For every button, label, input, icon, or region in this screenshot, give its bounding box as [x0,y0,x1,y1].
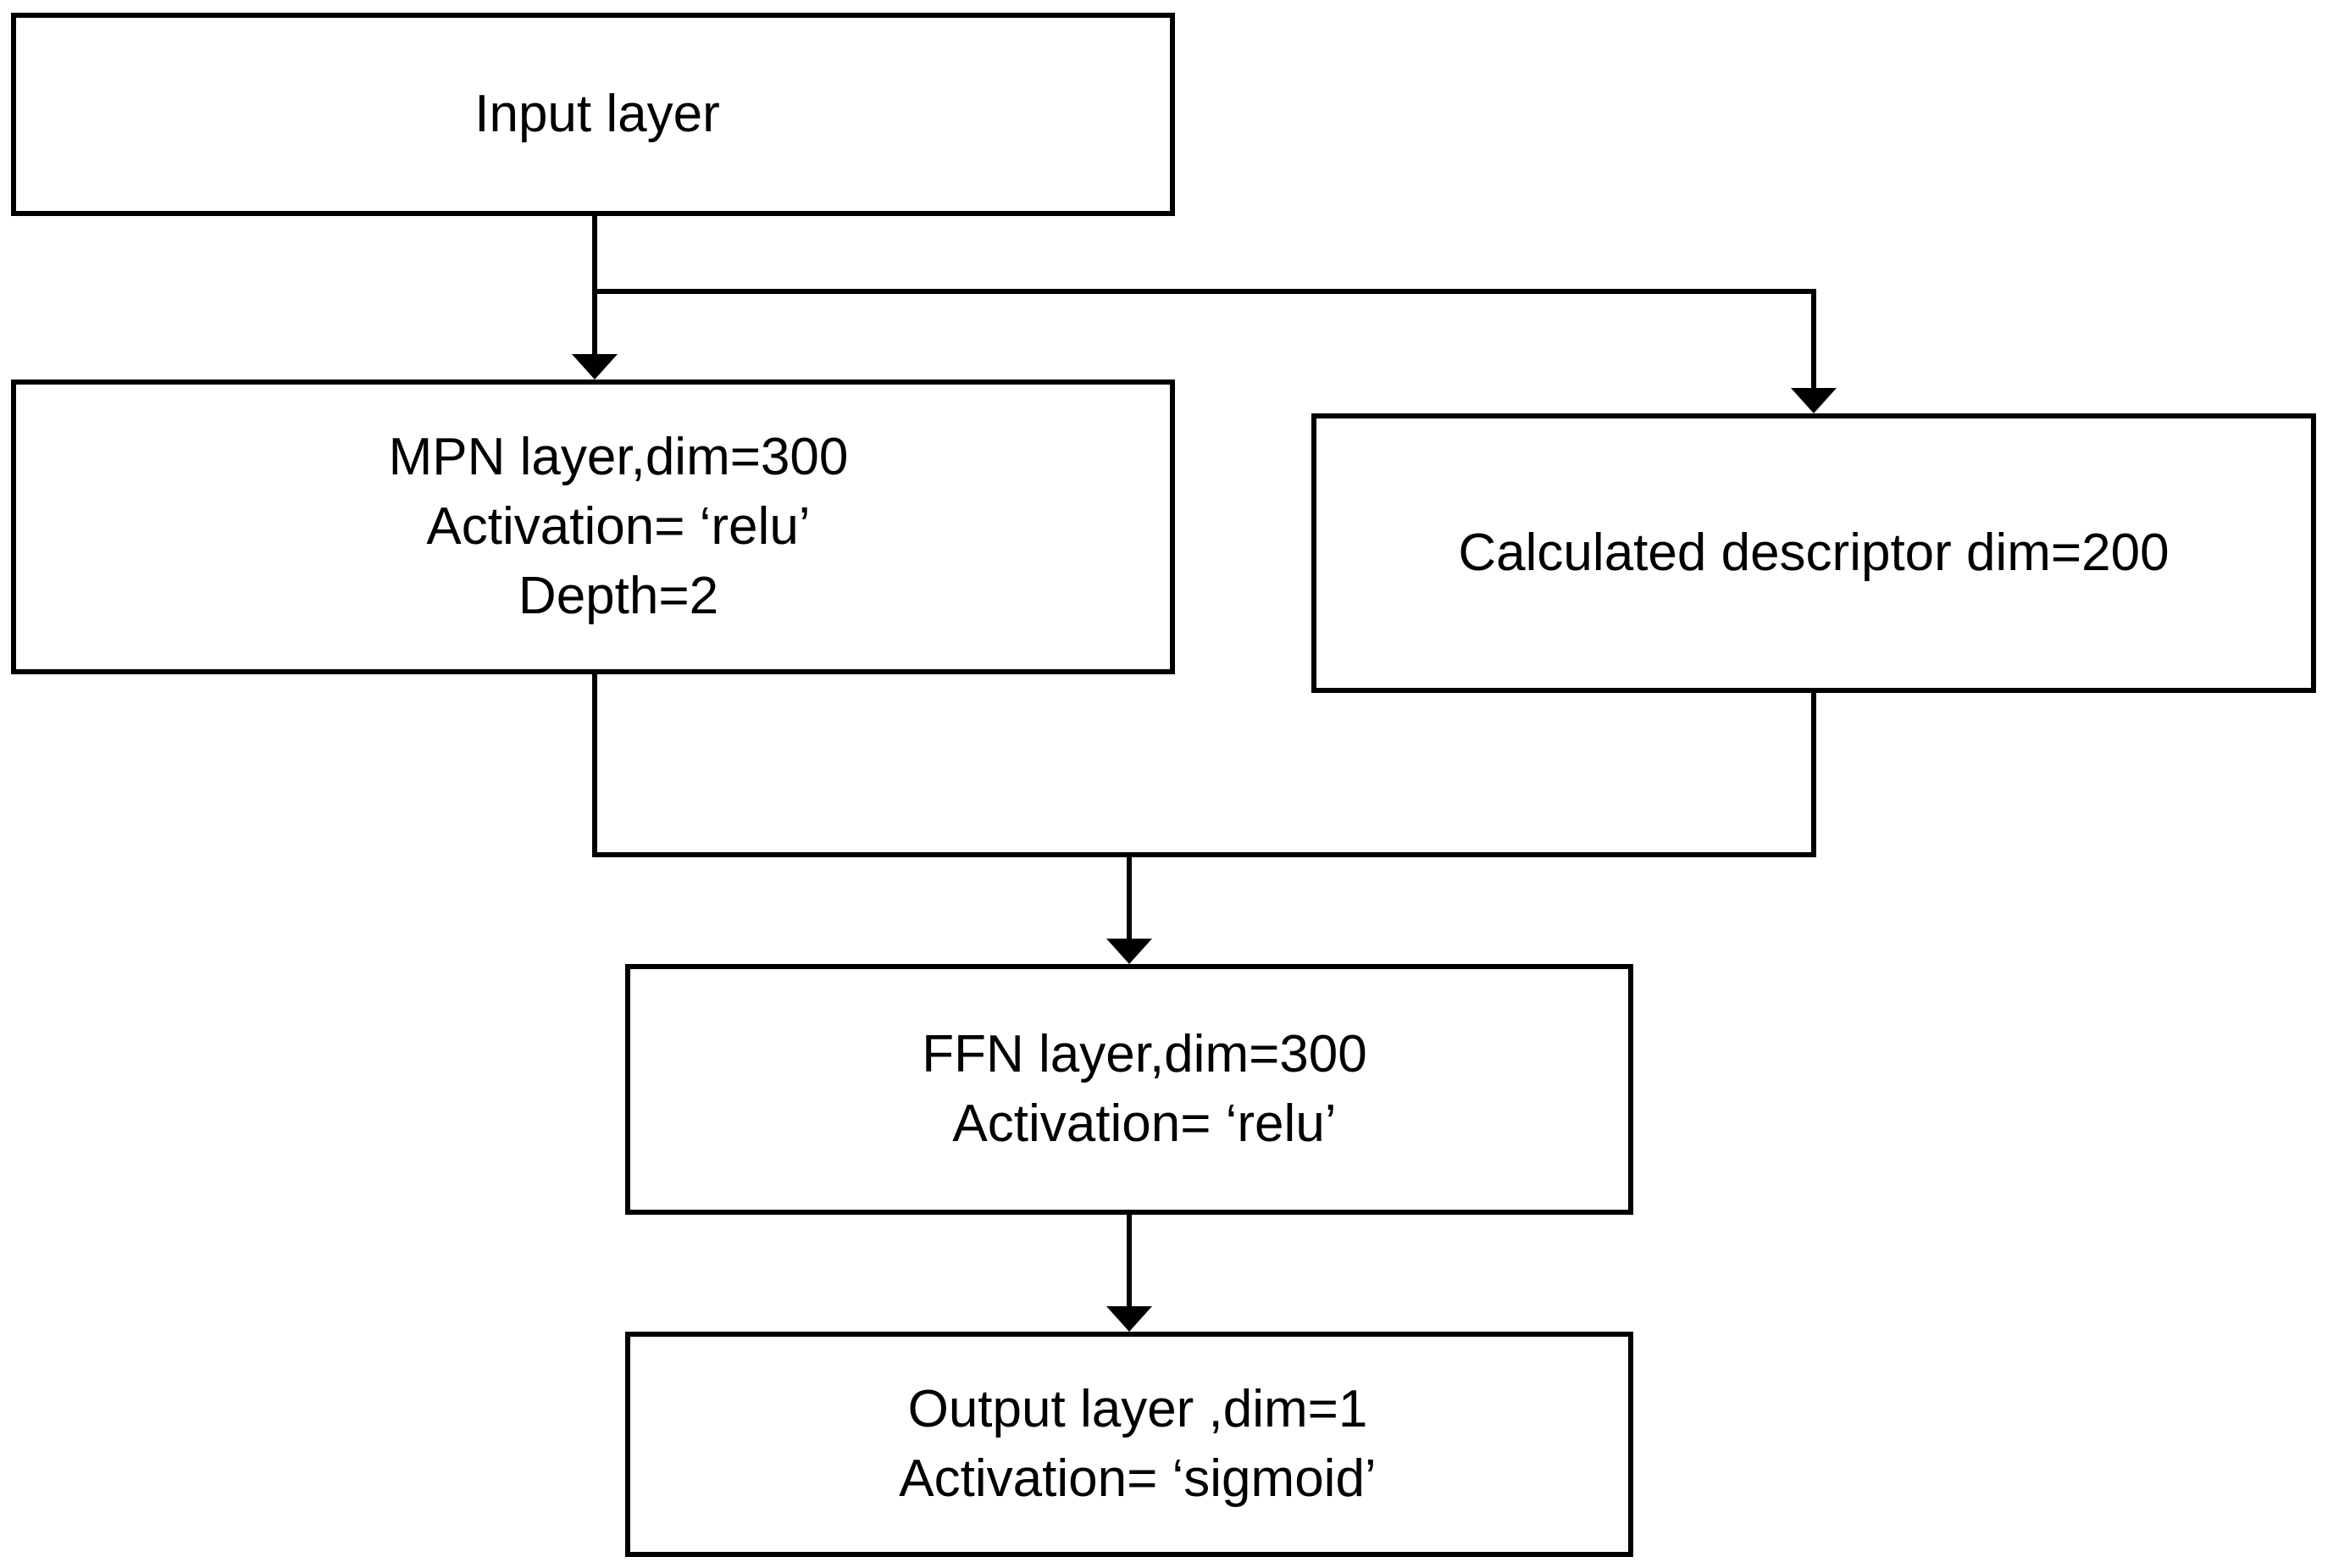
node-calculated-descriptor-label: Calculated descriptor dim=200 [1458,524,2170,583]
node-mpn-layer-label: MPN layer,dim=300 Activation= ‘relu’ Dep… [388,428,849,625]
arrowhead-input-to-mpn-icon [572,354,618,380]
node-ffn-layer-label: FFN layer,dim=300 Activation= ‘relu’ [922,1025,1367,1153]
edge-input-to-split-stem [592,216,597,294]
node-output-layer[interactable]: Output layer ,dim=1 Activation= ‘sigmoid… [625,1332,1633,1557]
edge-mpn-to-merge-drop [592,674,597,857]
arrowhead-input-to-descriptor-icon [1791,388,1837,413]
edge-input-to-descriptor-drop [1811,289,1816,392]
arrowhead-ffn-to-output-icon [1106,1306,1152,1332]
edge-merge-bus [592,852,1816,857]
node-ffn-layer[interactable]: FFN layer,dim=300 Activation= ‘relu’ [625,964,1633,1215]
node-output-layer-label: Output layer ,dim=1 Activation= ‘sigmoid… [899,1380,1377,1508]
node-input-layer-label: Input layer [474,85,720,144]
edge-descriptor-to-merge-drop [1811,693,1816,857]
edge-ffn-to-output-stem [1127,1215,1132,1308]
node-calculated-descriptor[interactable]: Calculated descriptor dim=200 [1311,413,2316,693]
edge-input-to-mpn-drop [592,289,597,358]
node-mpn-layer[interactable]: MPN layer,dim=300 Activation= ‘relu’ Dep… [11,380,1175,674]
edge-input-split-bus [592,289,1816,294]
edge-merge-to-ffn-stem [1127,852,1132,944]
node-input-layer[interactable]: Input layer [11,13,1175,216]
arrowhead-merge-to-ffn-icon [1106,939,1152,964]
